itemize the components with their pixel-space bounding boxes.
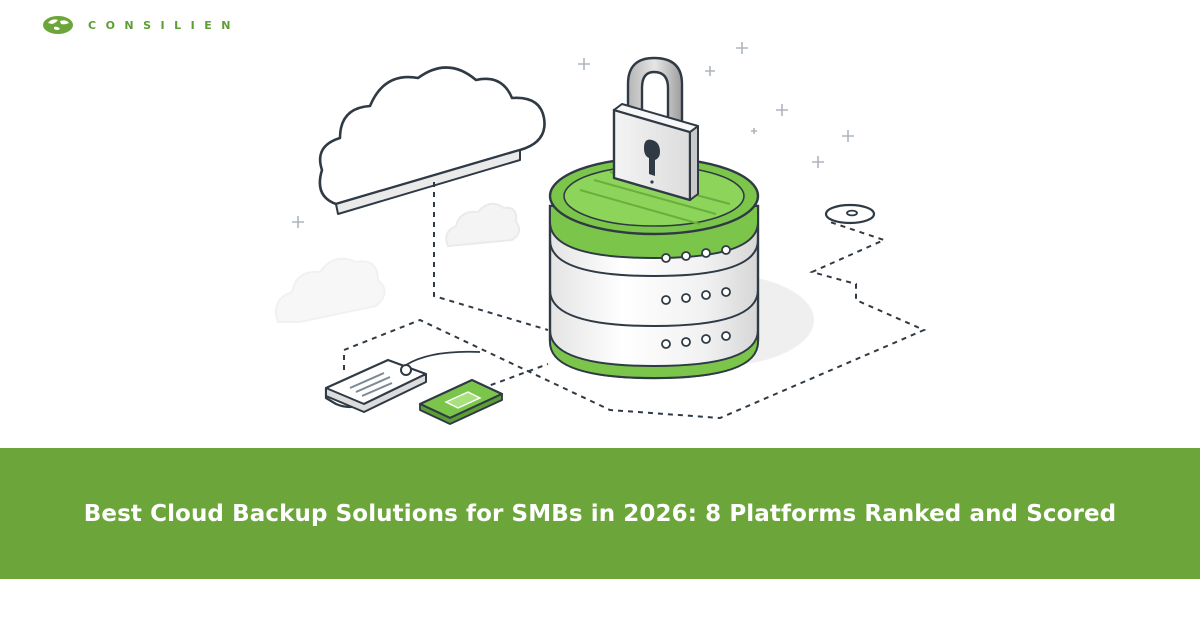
database-server-icon [548, 156, 760, 380]
faint-cloud-icon [274, 257, 386, 323]
brand-logo[interactable]: CONSILIEN [42, 14, 240, 36]
usb-tag-icon [324, 350, 481, 413]
cloud-backup-illustration [274, 42, 927, 425]
footer-spacer [0, 579, 1200, 630]
sparkle-plus-icon [292, 42, 854, 228]
sim-card-icon [418, 378, 504, 425]
disc-icon [824, 203, 876, 225]
padlock-icon [612, 56, 699, 202]
title-banner: Best Cloud Backup Solutions for SMBs in … [0, 448, 1200, 579]
cloud-icon [318, 66, 546, 215]
faint-cloud-small-icon [445, 202, 521, 248]
leaf-globe-icon [43, 16, 73, 34]
hero-illustration-area: CONSILIEN [42, 14, 927, 425]
brand-name: CONSILIEN [88, 18, 240, 32]
article-title: Best Cloud Backup Solutions for SMBs in … [83, 500, 1117, 527]
